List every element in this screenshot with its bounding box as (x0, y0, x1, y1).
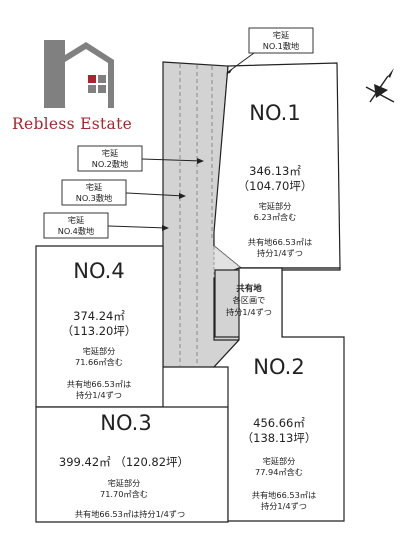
lot-no2-labels: NO.2 456.66㎡ （138.13坪） 宅延部分 77.94㎡含む 共有地… (242, 355, 317, 511)
logo-house-roof-cut (65, 49, 108, 108)
callout-no1: 宅延 NO.1敷地 (226, 27, 314, 74)
lot-no4-area-tsubo: （113.20坪） (62, 324, 137, 338)
callout-no4: 宅延 NO.4敷地 (43, 212, 169, 239)
lot-no4-name: NO.4 (73, 259, 124, 283)
lot-no2-area-tsubo: （138.13坪） (242, 431, 317, 445)
lot-no1-shared-1: 共有地66.53㎡は (248, 237, 312, 247)
lot-no2-shared-2: 持分1/4ずつ (261, 501, 307, 511)
callout-no2-line1: 宅延 (102, 148, 118, 158)
common-land-line2: 持分1/4ずつ (226, 307, 272, 317)
lot-no4-note-value: 71.66㎡含む (75, 357, 123, 367)
lot-no1-name: NO.1 (249, 101, 300, 125)
lot-no4-shared-1: 共有地66.53㎡は (67, 379, 131, 389)
lot-no2-note-value: 77.94㎡含む (255, 467, 303, 477)
callout-no1-line2: NO.1敷地 (263, 41, 299, 51)
callout-no2-line2: NO.2敷地 (92, 159, 128, 169)
common-land-labels: 共有地 各区画で 持分1/4ずつ (226, 283, 272, 317)
lot-no4-shared-2: 持分1/4ずつ (76, 390, 122, 400)
company-logo: Rebless Estate (12, 40, 132, 133)
callout-no1-line1: 宅延 (273, 30, 289, 40)
lot-no4-area-sqm: 374.24㎡ (73, 309, 125, 323)
callout-no3-line1: 宅延 (86, 182, 102, 192)
lot-no1-note-value: 6.23㎡含む (254, 212, 297, 222)
lot-no2 (212, 267, 345, 522)
logo-window-3 (98, 85, 106, 93)
callout-no3: 宅延 NO.3敷地 (61, 179, 186, 206)
callout-no4-line2: NO.4敷地 (58, 226, 94, 236)
lot-no3-labels: NO.3 399.42㎡ （120.82坪） 宅延部分 71.70㎡含む 共有地… (59, 411, 189, 519)
lot-no3-area: 399.42㎡ （120.82坪） (59, 455, 189, 469)
lot-no1-labels: NO.1 346.13㎡ （104.70坪） 宅延部分 6.23㎡含む 共有地6… (238, 101, 313, 258)
logo-window-1 (98, 75, 106, 83)
lot-no1-shared-2: 持分1/4ずつ (257, 248, 303, 258)
callout-no3-line2: NO.3敷地 (76, 193, 112, 203)
lot-no2-name: NO.2 (253, 355, 304, 379)
north-arrow-icon (365, 68, 395, 103)
callout-no4-line1: 宅延 (68, 215, 84, 225)
callout-no2: 宅延 NO.2敷地 (77, 145, 204, 172)
lot-no2-area-sqm: 456.66㎡ (253, 416, 305, 430)
common-land-line1: 各区画で (233, 295, 266, 305)
lot-no3-note-value: 71.70㎡含む (100, 489, 148, 499)
lot-no4-labels: NO.4 374.24㎡ （113.20坪） 宅延部分 71.66㎡含む 共有地… (62, 259, 137, 400)
lot-no3-name: NO.3 (100, 411, 151, 435)
lot-no4-note-label: 宅延部分 (83, 346, 116, 356)
lot-no2-shared-1: 共有地66.53㎡は (252, 490, 316, 500)
lot-no3-note-label: 宅延部分 (108, 478, 141, 488)
logo-window-2 (88, 85, 96, 93)
logo-window-red (88, 75, 96, 83)
lot-no2-note-label: 宅延部分 (263, 456, 296, 466)
lot-no1-area-tsubo: （104.70坪） (238, 179, 313, 193)
common-land-title: 共有地 (236, 283, 262, 294)
lot-no1-note-label: 宅延部分 (259, 201, 292, 211)
lot-no3-shared-1: 共有地66.53㎡は持分1/4ずつ (75, 509, 185, 519)
lot-no3 (35, 406, 229, 523)
logo-brand-text: Rebless Estate (12, 115, 132, 133)
lot-no1-area-sqm: 346.13㎡ (249, 164, 301, 178)
